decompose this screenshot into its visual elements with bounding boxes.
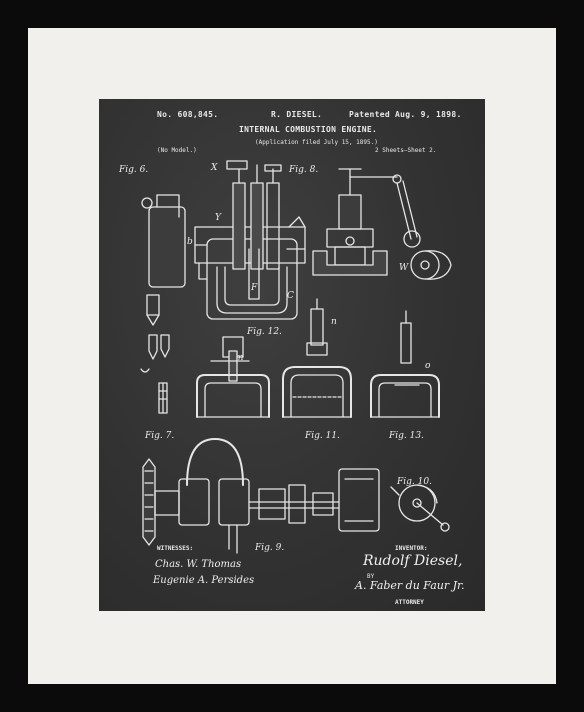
fig-7-drawing <box>140 294 170 414</box>
part-label-n: n <box>331 317 337 327</box>
attorney-label: ATTORNEY <box>395 599 424 606</box>
inventor-label: INVENTOR: <box>395 545 428 552</box>
patent-date: Patented Aug. 9, 1898. <box>349 110 462 119</box>
fig-9-label: Fig. 9. <box>255 543 285 553</box>
witness-2-signature: Eugenie A. Persides <box>153 575 255 586</box>
fig-9-drawing <box>142 438 380 554</box>
sheet-note: 2 Sheets—Sheet 2. <box>375 147 437 154</box>
fig-13-label: Fig. 13. <box>389 431 424 441</box>
fig-13-drawing <box>370 310 440 418</box>
part-label-F: F <box>251 283 258 293</box>
attorney-signature: A. Faber du Faur Jr. <box>355 579 465 592</box>
engine-technical-drawing <box>140 160 452 554</box>
fig-10-label: Fig. 10. <box>397 477 432 487</box>
fig-7-label: Fig. 7. <box>145 431 175 441</box>
part-label-W: W <box>399 263 409 273</box>
inventor-header: R. DIESEL. <box>271 110 323 119</box>
patent-number: No. 608,845. <box>157 110 219 119</box>
fig-12-drawing <box>196 336 270 418</box>
part-label-X: X <box>211 163 218 173</box>
by-label: BY <box>367 573 375 580</box>
fig-11-drawing <box>282 298 352 418</box>
part-label-b: b <box>187 237 193 247</box>
fig-6-drawing <box>141 160 306 320</box>
model-note: (No Model.) <box>157 147 197 154</box>
fig-8-drawing <box>312 168 452 280</box>
application-date: (Application filed July 15, 1895.) <box>255 139 378 146</box>
chalkboard-patent-print: No. 608,845. R. DIESEL. Patented Aug. 9,… <box>99 99 485 611</box>
fig-10-drawing <box>390 484 450 532</box>
part-label-C: C <box>287 291 294 301</box>
fig-6-label: Fig. 6. <box>119 165 149 175</box>
part-label-m: m <box>235 353 244 363</box>
patent-title: INTERNAL COMBUSTION ENGINE. <box>239 125 378 134</box>
fig-8-label: Fig. 8. <box>289 165 319 175</box>
witness-1-signature: Chas. W. Thomas <box>155 559 242 570</box>
fig-11-label: Fig. 11. <box>305 431 340 441</box>
part-label-Y: Y <box>215 213 221 223</box>
witnesses-label: WITNESSES: <box>157 545 194 552</box>
fig-12-label: Fig. 12. <box>247 327 282 337</box>
inventor-signature: Rudolf Diesel, <box>363 553 463 569</box>
part-label-o: o <box>425 361 431 371</box>
